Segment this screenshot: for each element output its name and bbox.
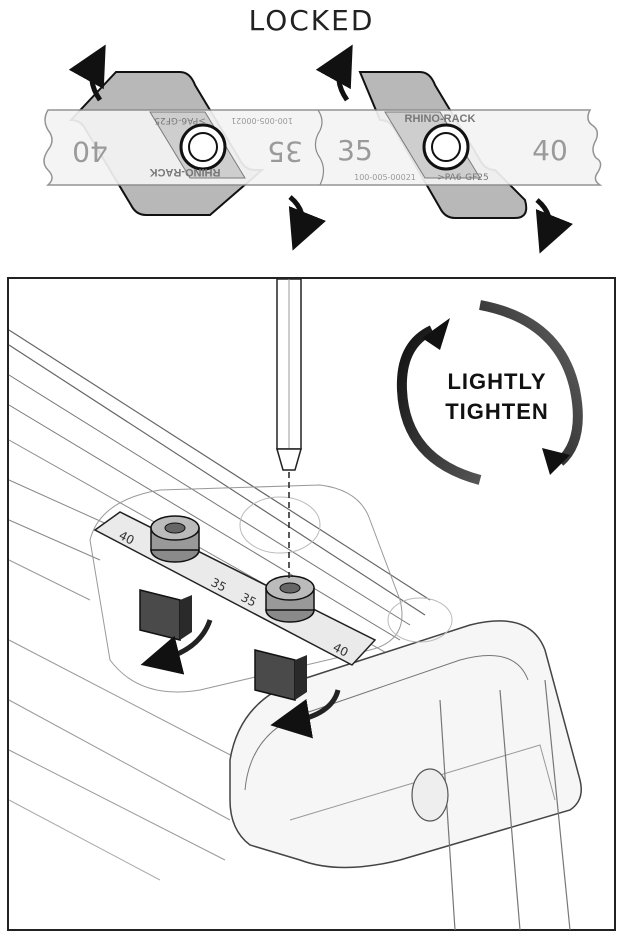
- rotate-arrow-icon: [140, 619, 213, 675]
- bolt-hole-left: [179, 123, 227, 171]
- scale-number: 40: [532, 134, 568, 167]
- material-text: >PA6-GF25: [437, 173, 488, 183]
- part-number-text: 100-005-00021: [354, 173, 416, 182]
- detail-scale-number: 35: [209, 575, 229, 594]
- rotate-arrow-icon: [270, 689, 341, 739]
- hex-key-tool: [276, 278, 302, 582]
- install-detail-illustration: 40 35 35 40: [7, 277, 616, 931]
- rotate-arrow-icon: [288, 195, 326, 251]
- bolt-right: [265, 575, 315, 623]
- tighten-arrow-left-icon: [396, 325, 482, 485]
- bolt-hole-right: [422, 123, 470, 171]
- detail-scale-number: 40: [117, 528, 137, 547]
- brand-text: RHINO-RACK: [150, 166, 221, 178]
- rotate-arrow-icon: [68, 44, 106, 102]
- material-text: >PA6-GF25: [154, 115, 205, 125]
- brand-text: RHINO-RACK: [405, 113, 476, 125]
- instruction-line-1: LIGHTLY: [447, 369, 546, 394]
- instruction-line-2: TIGHTEN: [445, 399, 549, 424]
- bolt-left: [150, 515, 200, 563]
- detail-scale-number: 35: [239, 590, 259, 609]
- locked-plate-illustration: 40 35 35 40 RHINO-RACK >PA6-GF25 100-005…: [43, 44, 603, 254]
- scale-number: 40: [72, 135, 108, 168]
- detail-scale-number: 40: [331, 640, 351, 659]
- tighten-arrow-right-icon: [479, 300, 583, 466]
- page-title: LOCKED: [248, 4, 375, 37]
- scale-number: 35: [337, 134, 373, 167]
- rotate-arrow-icon: [535, 198, 573, 254]
- rotate-arrow-icon: [315, 44, 353, 102]
- part-number-text: 100-005-00021: [231, 116, 293, 125]
- scale-number: 35: [267, 135, 303, 168]
